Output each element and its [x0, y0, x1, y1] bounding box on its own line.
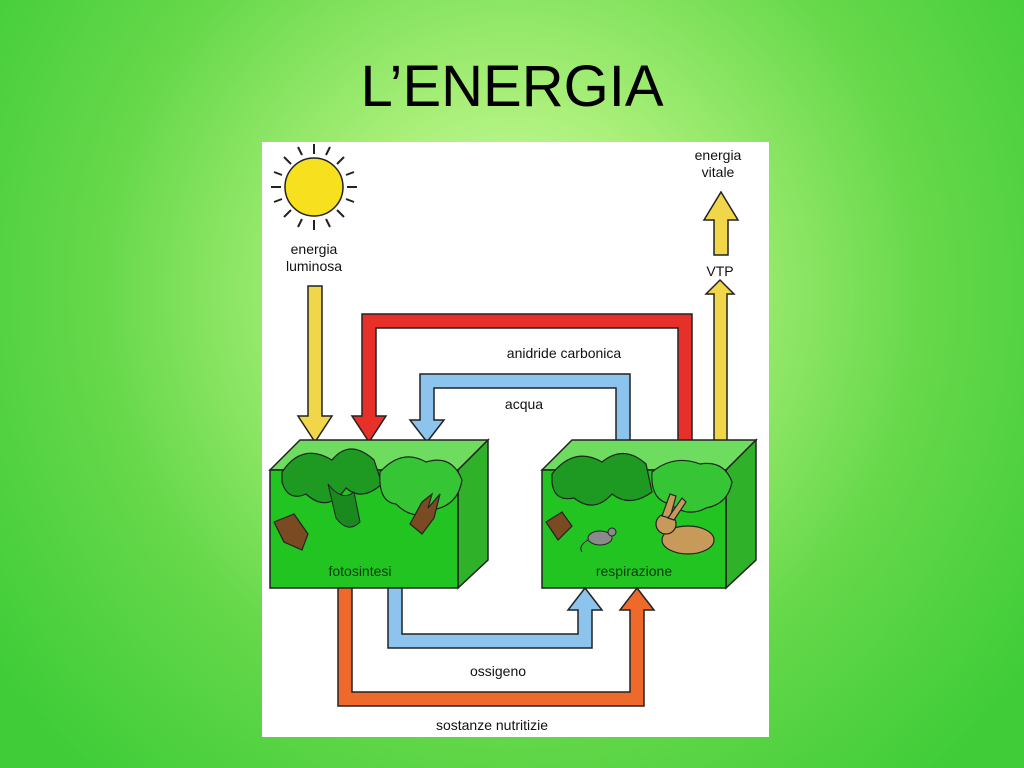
- sun-icon: [271, 144, 357, 230]
- mouse-icon: [580, 527, 617, 553]
- slide-title: L’ENERGIA: [360, 54, 664, 119]
- vital-energy-label-2: vitale: [702, 164, 735, 180]
- photosynthesis-label: fotosintesi: [328, 563, 391, 579]
- carbon-dioxide-label: anidride carbonica: [507, 345, 622, 361]
- vital-energy-label-1: energia: [695, 147, 742, 163]
- vtp-arrow: [704, 278, 736, 443]
- water-label: acqua: [505, 396, 543, 412]
- water-arrow: [408, 373, 631, 449]
- tree-icon: [273, 448, 463, 551]
- nutrients-label: sostanze nutritizie: [436, 717, 548, 733]
- respiration-box: respirazione: [540, 438, 758, 590]
- oxygen-label: ossigeno: [470, 663, 526, 679]
- photosynthesis-box: fotosintesi: [268, 438, 490, 590]
- vital-energy-arrow: [702, 190, 740, 256]
- energy-diagram: energia luminosa energia vitale VTP anid…: [268, 144, 758, 733]
- oxygen-arrow: [387, 586, 604, 649]
- carbon-dioxide-arrow: [350, 313, 693, 444]
- respiration-label: respirazione: [596, 563, 672, 579]
- light-energy-label-1: energia: [291, 241, 338, 257]
- energy-diagram-panel: energia luminosa energia vitale VTP anid…: [262, 142, 769, 737]
- rabbit-icon: [655, 493, 715, 555]
- nutrients-arrow: [337, 586, 656, 707]
- light-energy-arrow: [296, 285, 334, 444]
- vtp-label: VTP: [706, 263, 733, 279]
- light-energy-label-2: luminosa: [286, 258, 342, 274]
